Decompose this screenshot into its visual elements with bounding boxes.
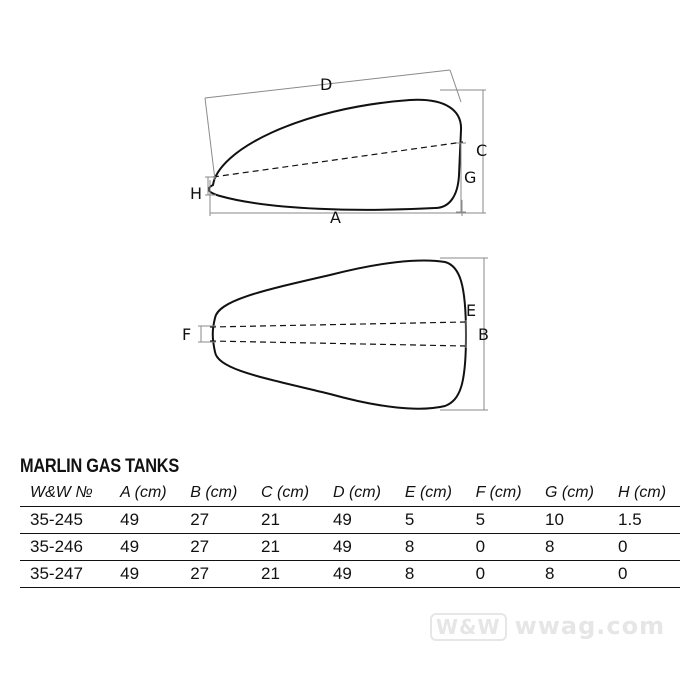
column-header: G (cm) bbox=[535, 482, 609, 507]
dimension-d bbox=[204, 69, 462, 181]
label-c: C bbox=[476, 141, 487, 160]
table-cell: 27 bbox=[180, 506, 252, 534]
table-title: MARLIN GAS TANKS bbox=[20, 456, 179, 477]
top-view-lower-dashed bbox=[209, 340, 467, 347]
table-row: 35-247 49 27 21 49 8 0 8 0 bbox=[20, 560, 680, 588]
side-view-centerline bbox=[212, 141, 464, 178]
table-cell: 0 bbox=[465, 560, 536, 588]
table-cell: 35-245 bbox=[20, 506, 111, 534]
specs-table: W&W № A (cm) B (cm) C (cm) D (cm) E (cm)… bbox=[20, 482, 680, 588]
table-cell: 0 bbox=[608, 533, 680, 561]
column-header: H (cm) bbox=[608, 482, 680, 507]
table-row: 35-246 49 27 21 49 8 0 8 0 bbox=[20, 533, 680, 561]
table-cell: 21 bbox=[251, 533, 323, 561]
watermark-text: wwag.com bbox=[514, 612, 666, 640]
table-cell: 0 bbox=[608, 560, 680, 588]
dimension-g bbox=[456, 142, 466, 213]
dimension-h bbox=[205, 176, 216, 196]
table-cell: 1.5 bbox=[608, 506, 680, 534]
label-b: B bbox=[478, 325, 489, 344]
table-header-row: W&W № A (cm) B (cm) C (cm) D (cm) E (cm)… bbox=[20, 482, 680, 507]
table-row: 35-245 49 27 21 49 5 5 10 1.5 bbox=[20, 506, 680, 534]
table-cell: 49 bbox=[110, 533, 181, 561]
table-cell: 10 bbox=[535, 506, 609, 534]
table-cell: 5 bbox=[465, 506, 536, 534]
label-g: G bbox=[464, 168, 476, 187]
table-cell: 49 bbox=[110, 560, 181, 588]
table-cell: 8 bbox=[394, 560, 466, 588]
dimension-diagram: D C G A H bbox=[182, 69, 489, 411]
dimension-a bbox=[209, 180, 463, 216]
top-view: B E F bbox=[182, 257, 489, 411]
table-cell: 49 bbox=[322, 533, 395, 561]
table-cell: 27 bbox=[180, 560, 252, 588]
table-cell: 49 bbox=[322, 506, 395, 534]
watermark-logo-badge: W&W bbox=[430, 613, 507, 641]
table-cell: 21 bbox=[251, 506, 323, 534]
side-view: D C G A H bbox=[190, 69, 487, 227]
label-a: A bbox=[330, 208, 341, 227]
table-cell: 5 bbox=[394, 506, 466, 534]
label-e: E bbox=[466, 301, 476, 320]
column-header: E (cm) bbox=[394, 482, 466, 507]
top-view-tank-outline bbox=[211, 259, 468, 410]
label-f: F bbox=[182, 325, 191, 344]
column-header: W&W № bbox=[20, 482, 111, 507]
table-cell: 35-247 bbox=[20, 560, 111, 588]
table-cell: 21 bbox=[251, 560, 323, 588]
column-header: B (cm) bbox=[180, 482, 252, 507]
table-cell: 35-246 bbox=[20, 533, 111, 561]
label-h: H bbox=[190, 184, 202, 203]
table-cell: 49 bbox=[322, 560, 395, 588]
table-cell: 49 bbox=[110, 506, 181, 534]
column-header: D (cm) bbox=[322, 482, 395, 507]
side-view-tank-outline bbox=[207, 98, 463, 211]
table-cell: 27 bbox=[180, 533, 252, 561]
top-view-upper-dashed bbox=[209, 321, 467, 328]
column-header: A (cm) bbox=[110, 482, 181, 507]
table-cell: 8 bbox=[535, 560, 609, 588]
table-cell: 8 bbox=[394, 533, 466, 561]
dimension-f bbox=[198, 325, 216, 343]
column-header: C (cm) bbox=[251, 482, 323, 507]
dimension-b bbox=[440, 257, 488, 411]
table-cell: 8 bbox=[535, 533, 609, 561]
column-header: F (cm) bbox=[465, 482, 536, 507]
label-d: D bbox=[320, 75, 332, 94]
table-cell: 0 bbox=[465, 533, 536, 561]
